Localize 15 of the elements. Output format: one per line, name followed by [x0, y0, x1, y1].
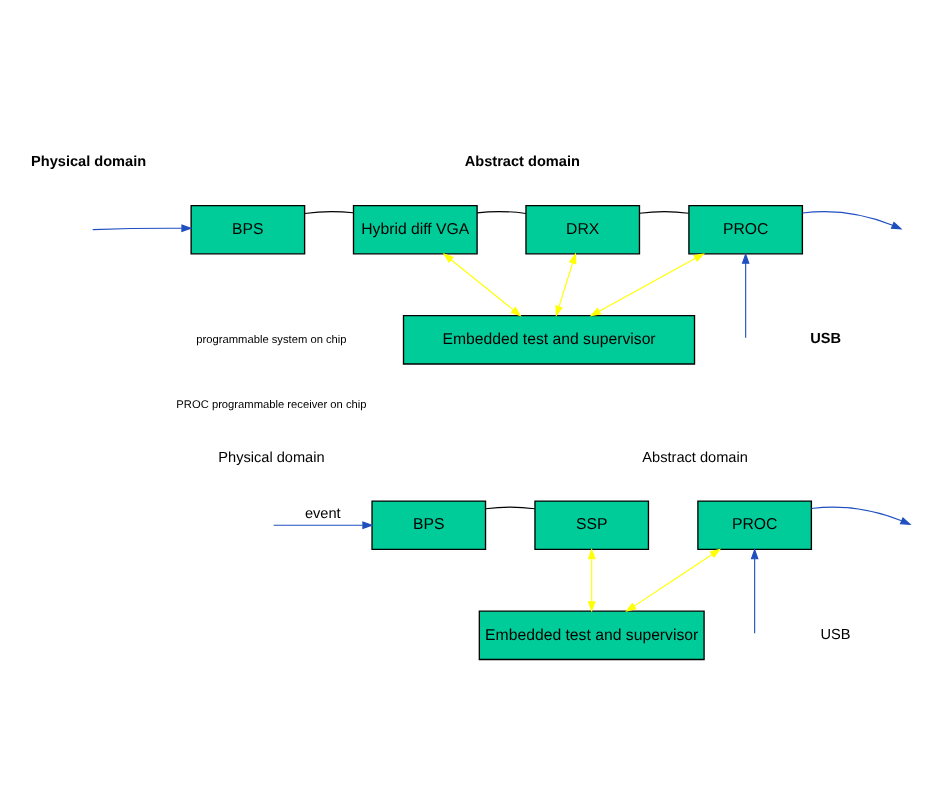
arrow — [801, 211, 903, 230]
arrow — [442, 252, 522, 317]
arrow — [273, 521, 374, 530]
arrow — [92, 224, 193, 233]
arrow — [555, 252, 577, 317]
connector — [476, 211, 527, 214]
arrow — [587, 548, 596, 613]
arrow — [810, 506, 912, 525]
connector — [485, 506, 536, 510]
arrow — [625, 548, 722, 613]
connector — [639, 211, 690, 214]
arrow — [750, 548, 759, 634]
arrow — [589, 253, 705, 317]
arrow — [741, 252, 750, 339]
connector — [304, 211, 354, 214]
